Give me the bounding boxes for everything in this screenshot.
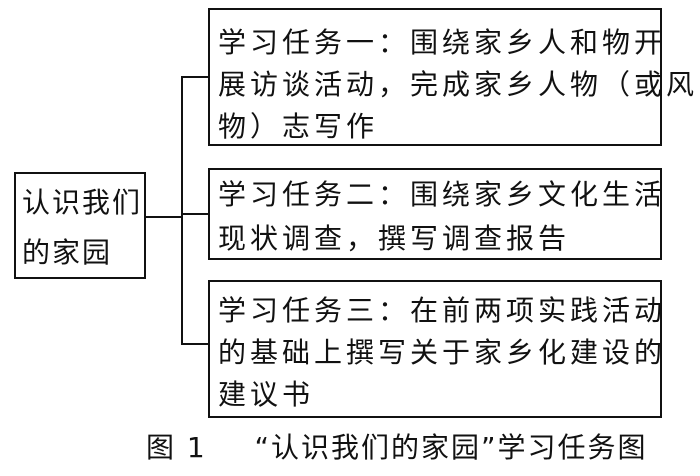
root-node-line-1: 认识我们: [22, 186, 143, 219]
connector-task-1: [181, 76, 208, 78]
task-3-line-1: 学习任务三：在前两项实践活动: [218, 294, 667, 327]
task-3-line-2: 的基础上撰写关于家乡化建设的: [218, 336, 667, 369]
task-node-1: 学习任务一：围绕家乡人和物开 展访谈活动，完成家乡人物（或风 物）志写作: [208, 8, 694, 146]
task-1-line-2: 展访谈活动，完成家乡人物（或风: [218, 68, 699, 101]
task-node-3: 学习任务三：在前两项实践活动 的基础上撰写关于家乡化建设的 建议书: [208, 280, 662, 418]
task-1-line-3: 物）志写作: [218, 110, 379, 143]
connector-task-2: [181, 213, 208, 215]
connector-vertical: [181, 76, 183, 344]
task-2-line-2: 现状调查，撰写调查报告: [218, 222, 571, 255]
figure-label: 图 1: [146, 431, 207, 464]
root-node-line-2: 的家园: [22, 236, 113, 269]
task-3-line-3: 建议书: [218, 378, 315, 411]
connector-root: [146, 216, 182, 218]
figure-title: “认识我们的家园”学习任务图: [254, 431, 648, 464]
task-2-line-1: 学习任务二：围绕家乡文化生活: [218, 178, 667, 211]
task-1-line-1: 学习任务一：围绕家乡人和物开: [218, 26, 667, 59]
task-node-2: 学习任务二：围绕家乡文化生活 现状调查，撰写调查报告: [208, 168, 662, 260]
connector-task-3: [181, 343, 208, 345]
root-node: 认识我们 的家园: [14, 172, 146, 279]
figure-caption: 图 1 “认识我们的家园”学习任务图: [146, 426, 648, 466]
